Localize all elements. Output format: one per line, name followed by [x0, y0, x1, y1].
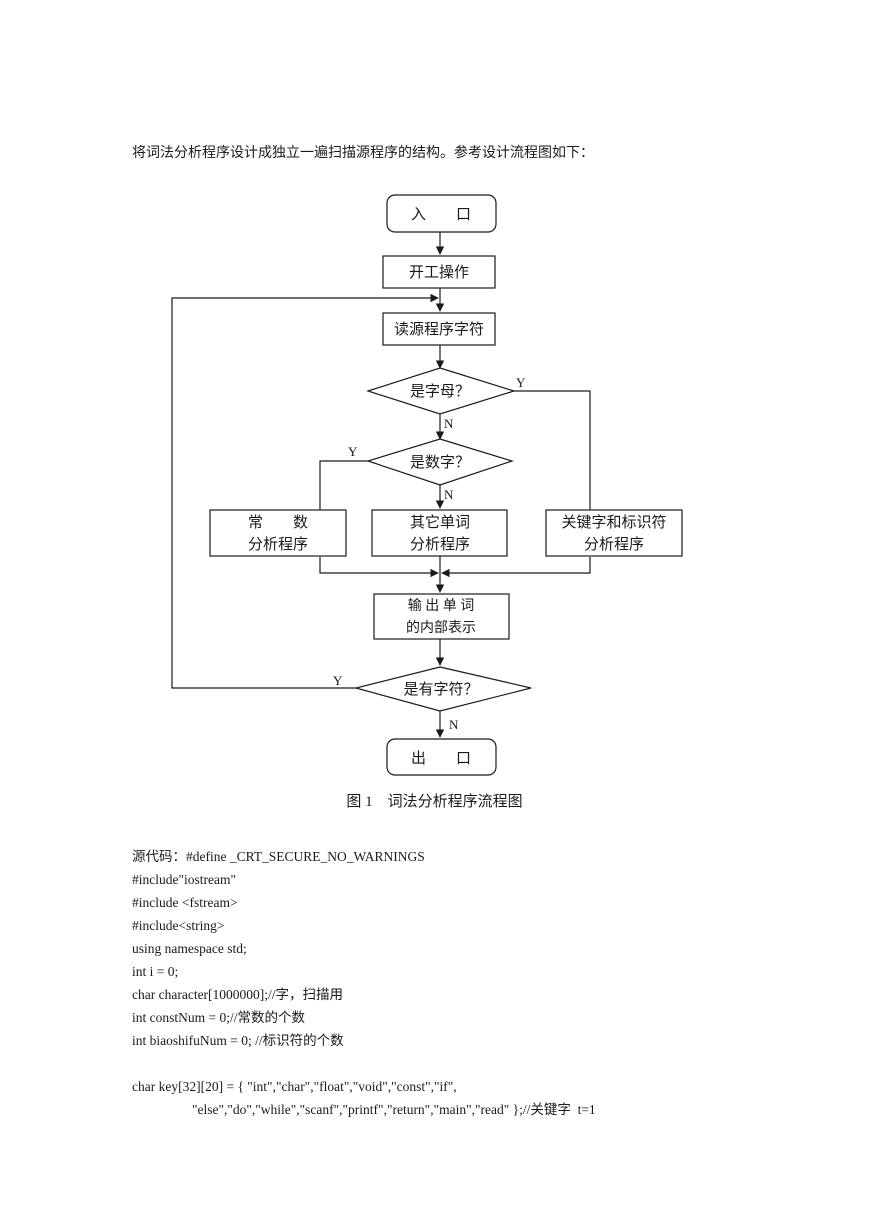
source-code: 源代码：#define _CRT_SECURE_NO_WARNINGS #inc…	[132, 845, 596, 1121]
intro-text: 将词法分析程序设计成独立一遍扫描源程序的结构。参考设计流程图如下：	[132, 146, 594, 161]
code-line: int biaoshifuNum = 0; //标识符的个数	[132, 1033, 344, 1048]
other-label-2: 分析程序	[410, 536, 470, 553]
start-label: 开工操作	[409, 264, 469, 281]
code-line: #include <fstream>	[132, 895, 238, 910]
is-digit-no: N	[444, 487, 454, 502]
code-blank-line	[132, 1052, 596, 1075]
flowchart: 入 口 开工操作 读源程序字符 是字母？ 是数字？ 常 数 分析程序 其它单词 …	[150, 180, 710, 790]
exit-label: 出 口	[411, 750, 471, 767]
code-line: #include"iostream"	[132, 872, 236, 887]
has-char-yes: Y	[333, 673, 343, 688]
has-char-label: 是有字符？	[403, 681, 478, 698]
code-line: using namespace std;	[132, 941, 247, 956]
other-label-1: 其它单词	[410, 513, 470, 531]
output-label-2: 的内部表示	[406, 620, 476, 636]
keyword-label-1: 关键字和标识符	[561, 514, 666, 531]
has-char-no: N	[449, 717, 459, 732]
code-line: int constNum = 0;//常数的个数	[132, 1010, 305, 1025]
is-letter-label: 是字母？	[410, 383, 470, 400]
const-label-1: 常 数	[248, 514, 308, 531]
read-label: 读源程序字符	[394, 321, 484, 338]
output-label-1: 输 出 单 词	[408, 598, 475, 614]
keyword-label-2: 分析程序	[584, 536, 644, 553]
code-line: char key[32][20] = { "int","char","float…	[132, 1079, 457, 1094]
is-digit-label: 是数字？	[410, 454, 470, 471]
code-line: "else","do","while","scanf","printf","re…	[192, 1102, 596, 1117]
code-line: char character[1000000];//字，扫描用	[132, 987, 344, 1002]
is-letter-no: N	[444, 416, 454, 431]
is-digit-yes: Y	[348, 444, 358, 459]
figure-caption: 图 1 词法分析程序流程图	[346, 794, 523, 810]
code-line: int i = 0;	[132, 964, 179, 979]
entry-label: 入 口	[411, 207, 471, 223]
const-label-2: 分析程序	[248, 536, 308, 553]
is-letter-yes: Y	[516, 375, 526, 390]
code-line: #include<string>	[132, 918, 225, 933]
code-line: 源代码：#define _CRT_SECURE_NO_WARNINGS	[132, 849, 425, 864]
